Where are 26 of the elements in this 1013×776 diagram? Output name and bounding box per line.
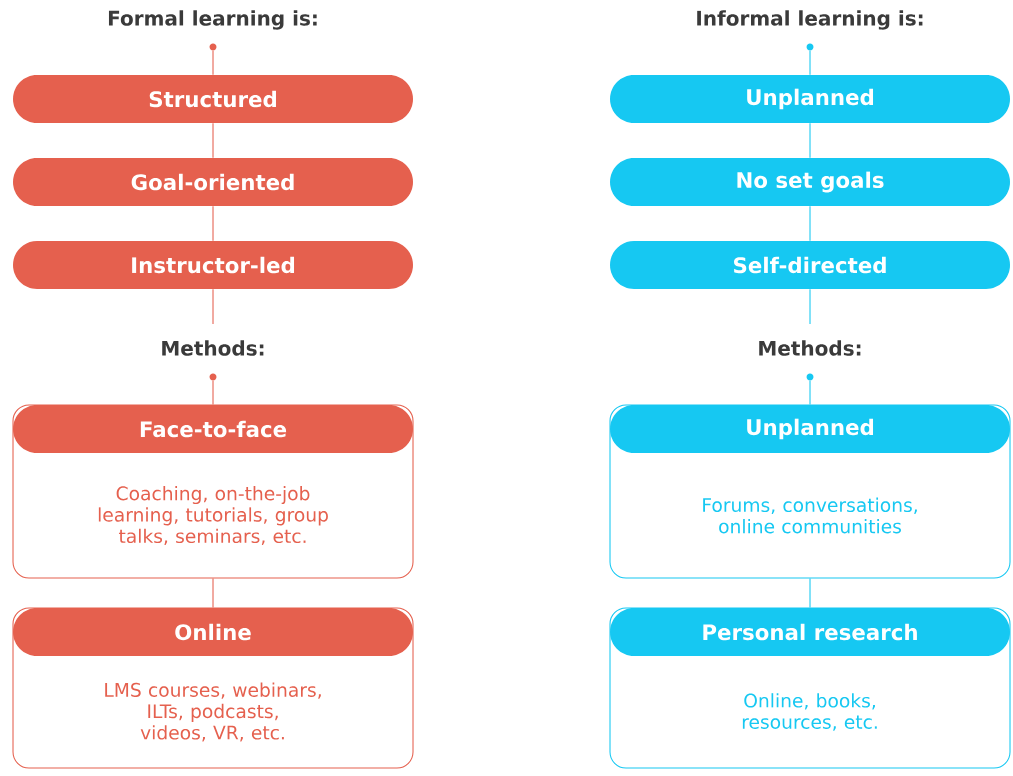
connector-line bbox=[809, 50, 811, 76]
connector-line bbox=[809, 578, 811, 608]
connector-line bbox=[809, 122, 811, 159]
pill-box: No set goals bbox=[610, 158, 1010, 206]
connector-line bbox=[212, 122, 214, 159]
connector-line bbox=[212, 205, 214, 242]
heading-text: Methods: bbox=[759, 340, 861, 356]
card: Unplanned Forums, conversations, online communities bbox=[609, 404, 1011, 579]
pill-box: Structured bbox=[13, 75, 413, 123]
connector-line bbox=[212, 50, 214, 76]
pill-box: Goal-oriented bbox=[13, 158, 413, 206]
connector-line bbox=[212, 288, 214, 325]
pill-box: Instructor-led bbox=[13, 241, 413, 289]
connector-line bbox=[809, 288, 811, 325]
connector-line bbox=[212, 578, 214, 608]
card: Face-to-face Coaching, on-the-job learning, tutorials, group talks, seminars, etc. bbox=[12, 404, 414, 579]
card: Personal research Online, books, resources, etc. bbox=[609, 607, 1011, 769]
heading-text: Methods: bbox=[162, 340, 264, 356]
heading-text: Informal learning is: bbox=[697, 10, 923, 30]
pill-box: Unplanned bbox=[610, 75, 1010, 123]
connector-line bbox=[809, 380, 811, 405]
connector-line bbox=[809, 205, 811, 242]
heading-text: Formal learning is: bbox=[108, 10, 317, 30]
card: Online LMS courses, webinars, ILTs, podcasts, videos, VR, etc. bbox=[12, 607, 414, 769]
connector-line bbox=[212, 380, 214, 405]
pill-box: Self-directed bbox=[610, 241, 1010, 289]
